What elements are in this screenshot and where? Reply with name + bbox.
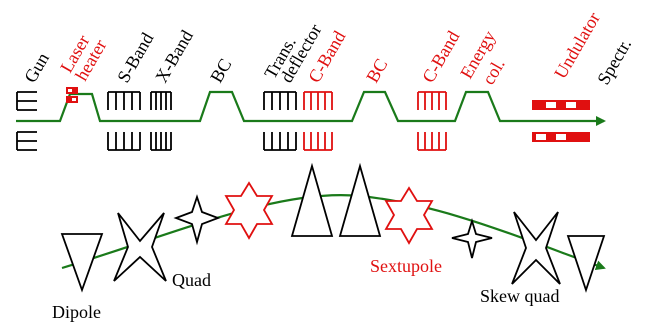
label-gun: Gun xyxy=(20,49,53,86)
dipole-up-1-icon xyxy=(290,162,334,237)
c-band-cavity-2-icon xyxy=(417,91,447,151)
dipole-up-2-icon xyxy=(338,162,382,237)
beamline-schematic: Gun Laser heater S-Band X-Band BC Trans.… xyxy=(16,9,635,151)
label-c-band-2: C-Band xyxy=(418,28,463,86)
label-bc-2: BC xyxy=(362,55,391,86)
quad-large-icon xyxy=(113,212,167,282)
skew-quad-small-icon xyxy=(451,217,493,259)
label-quad: Quad xyxy=(172,270,211,290)
gun-icon xyxy=(16,91,37,151)
x-band-cavity-icon xyxy=(150,91,172,151)
label-x-band: X-Band xyxy=(151,27,197,86)
label-dipole: Dipole xyxy=(52,302,101,322)
dipole-right-icon xyxy=(566,235,606,293)
label-bc-1: BC xyxy=(206,55,235,86)
sextupole-1-icon xyxy=(224,181,274,240)
skew-quad-icon xyxy=(511,211,561,285)
sextupole-2-icon xyxy=(384,186,434,245)
laser-heater-icon xyxy=(66,87,78,103)
label-undulator: Undulator xyxy=(550,9,604,82)
label-skew-quad: Skew quad xyxy=(480,286,560,306)
s-band-cavity-icon xyxy=(107,91,141,151)
label-sextupole: Sextupole xyxy=(370,256,442,276)
c-band-cavity-1-icon xyxy=(303,91,333,151)
beam-path xyxy=(16,90,606,126)
undulator-icon xyxy=(532,100,590,142)
quad-icon xyxy=(173,194,221,246)
dipole-icon xyxy=(60,233,104,293)
magnet-legend: Dipole Quad Sextupole Skew quad xyxy=(52,162,606,322)
transverse-deflector-icon xyxy=(263,91,297,151)
label-spectr: Spectr. xyxy=(593,35,635,88)
label-s-band: S-Band xyxy=(113,29,157,86)
